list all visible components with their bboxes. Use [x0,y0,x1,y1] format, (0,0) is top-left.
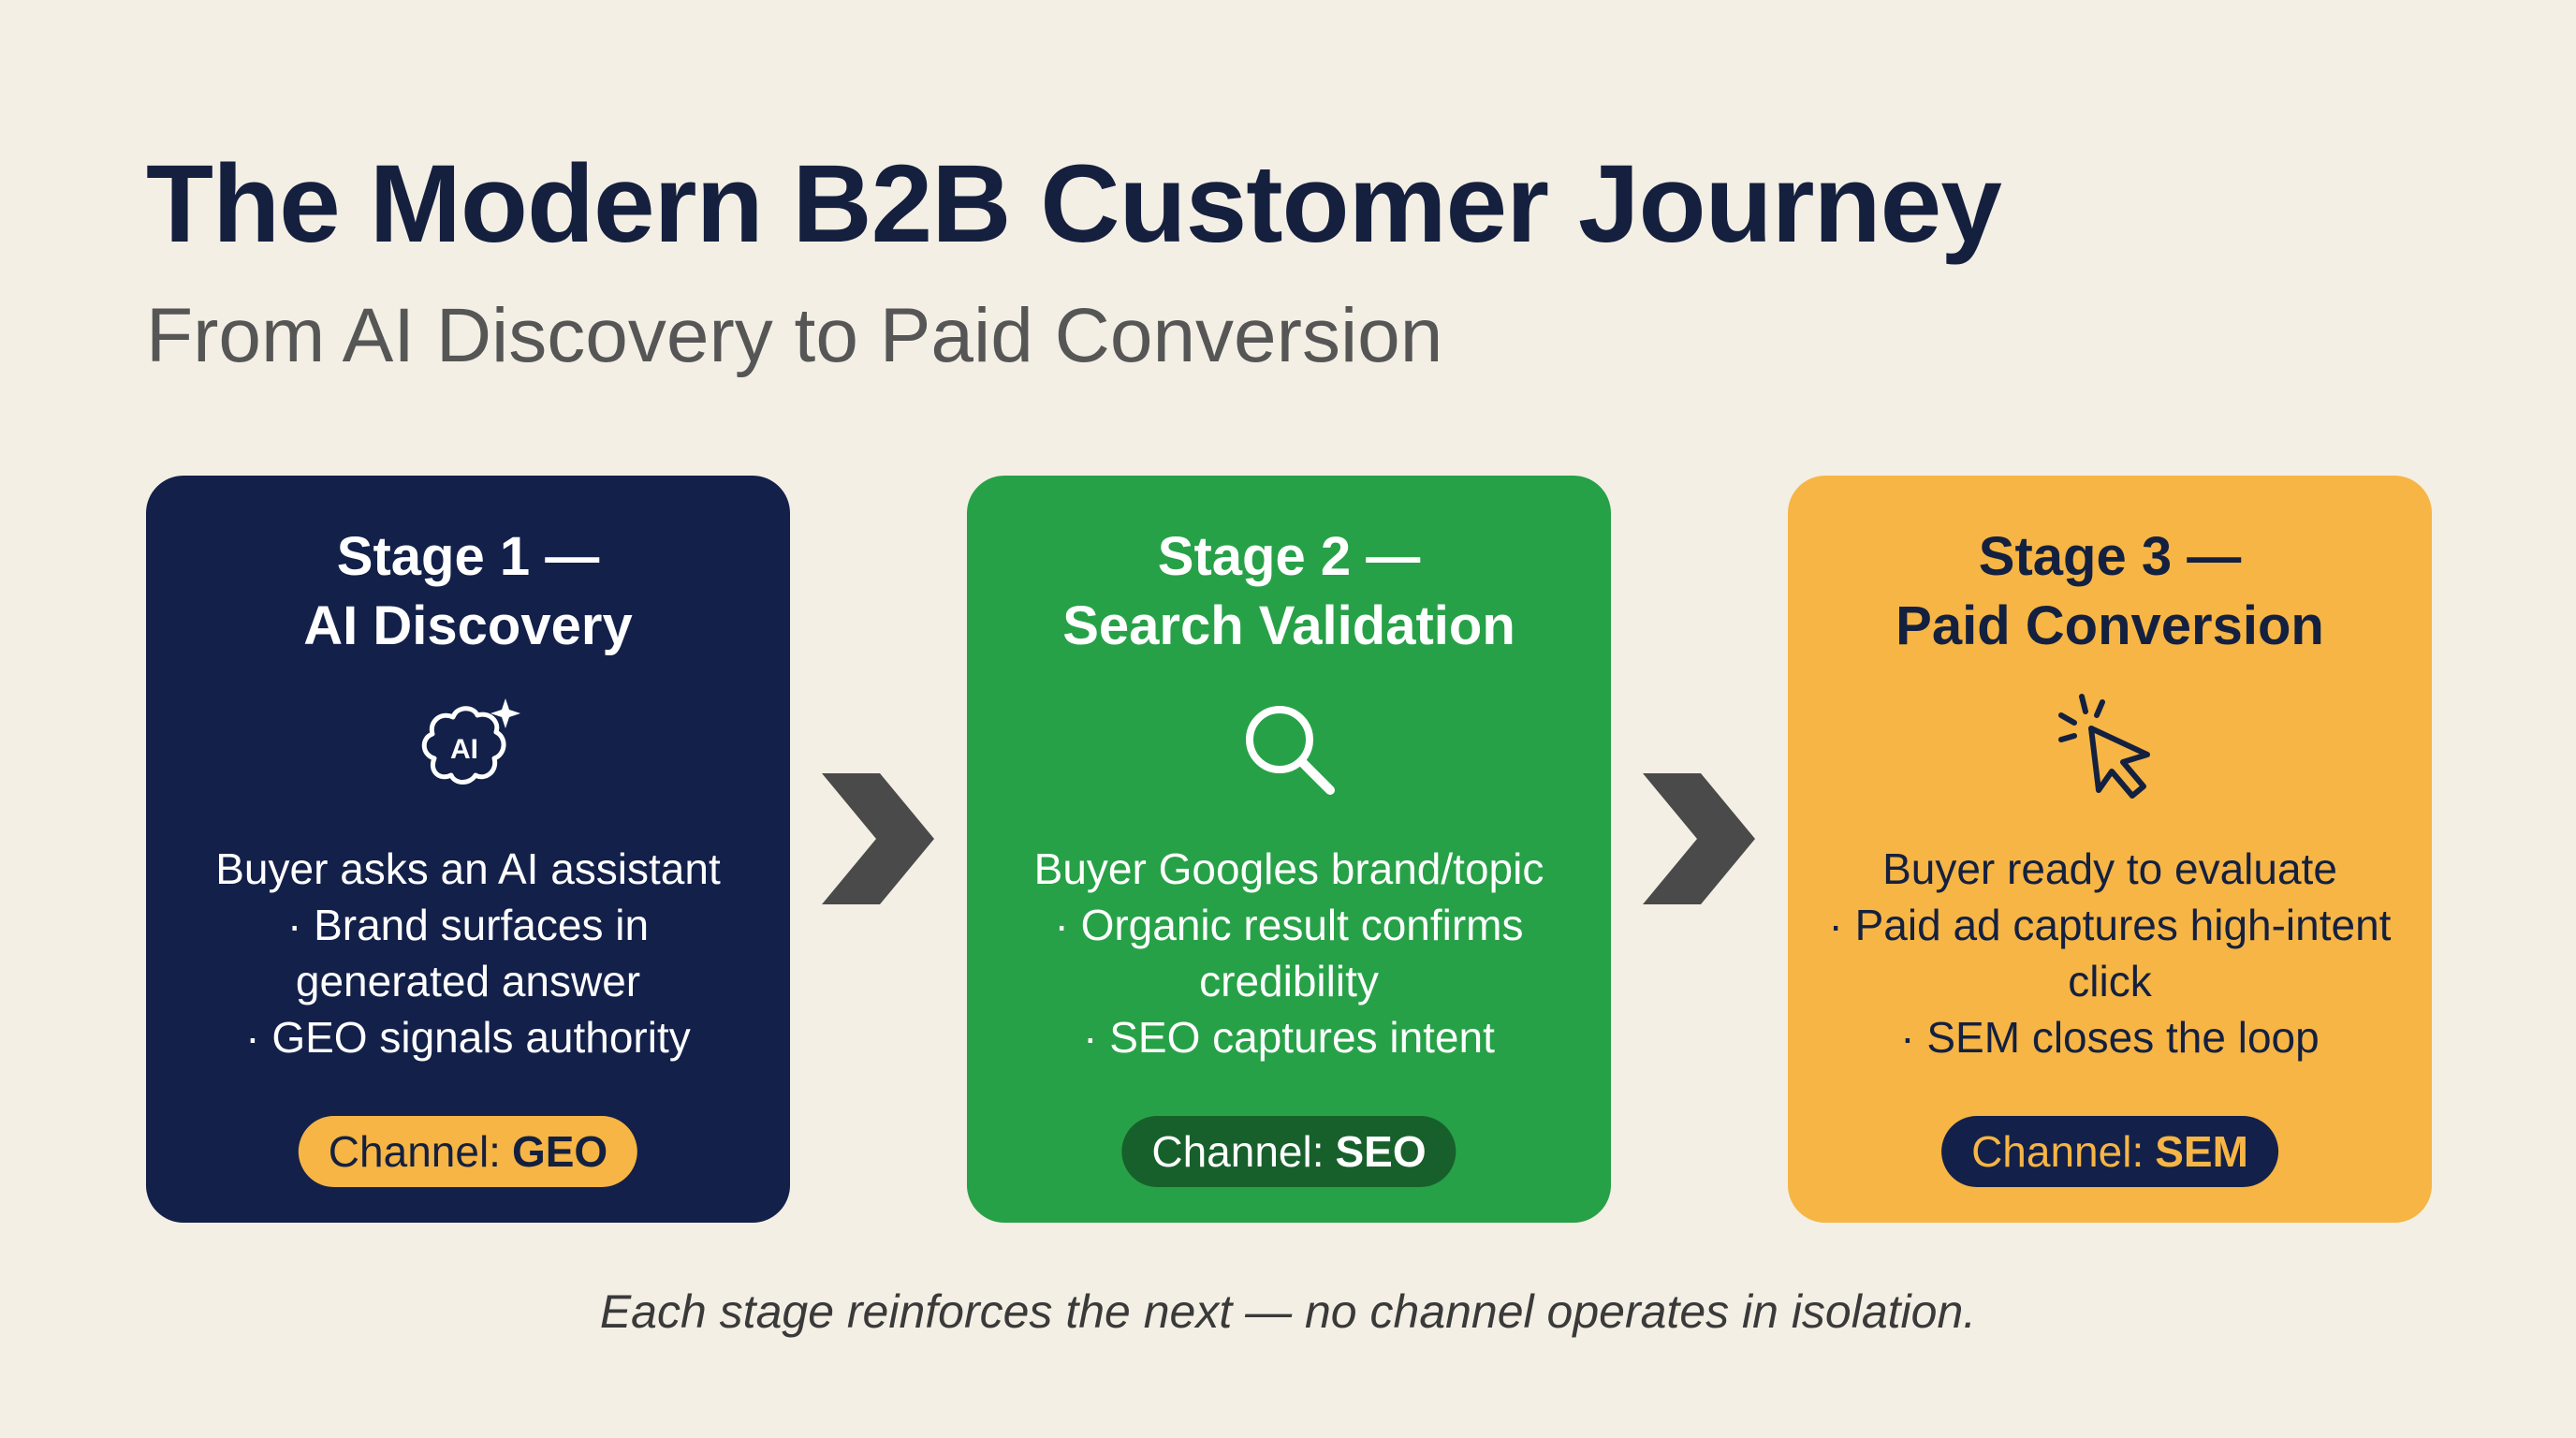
description-line: · GEO signals authority [245,1013,691,1062]
page-title: The Modern B2B Customer Journey [146,142,2002,266]
stage-card-ai-discovery: Stage 1 — AI Discovery AI Buyer asks an … [146,476,790,1223]
channel-badge-seo: Channel: SEO [1121,1116,1456,1187]
channel-value: SEO [1335,1127,1427,1176]
stage-number: Stage 2 — [1157,526,1421,587]
channel-label: Channel: [1971,1127,2144,1176]
chevron-right-icon [822,773,934,904]
description-line: Buyer Googles brand/topic [1033,844,1544,893]
channel-badge-sem: Channel: SEM [1941,1116,2278,1187]
stage-name: Search Validation [1062,595,1515,656]
channel-label: Channel: [328,1127,501,1176]
description-line: · Brand surfaces in [286,901,650,949]
description-line: click [2068,957,2152,1005]
channel-value: GEO [511,1127,608,1176]
stage-description: Buyer ready to evaluate · Paid ad captur… [1820,841,2400,1065]
chevron-right-icon [1643,773,1755,904]
stage-number: Stage 3 — [1978,526,2242,587]
page-subtitle: From AI Discovery to Paid Conversion [146,293,1443,378]
channel-badge-geo: Channel: GEO [298,1116,638,1187]
stage-card-paid-conversion: Stage 3 — Paid Conversion Buyer ready to… [1788,476,2432,1223]
description-line: · SEM closes the loop [1900,1013,2320,1062]
description-line: Buyer ready to evaluate [1882,844,2337,893]
channel-label: Channel: [1151,1127,1325,1176]
description-line: · Paid ad captures high-intent [1828,901,2392,949]
description-line: · Organic result confirms [1054,901,1524,949]
ai-icon-text: AI [450,734,478,765]
stage-card-search-validation: Stage 2 — Search Validation Buyer Google… [967,476,1611,1223]
stage-description: Buyer Googles brand/topic · Organic resu… [999,841,1579,1065]
magnifying-glass-icon [1233,693,1345,805]
description-line: · SEO captures intent [1083,1013,1495,1062]
channel-value: SEM [2155,1127,2248,1176]
description-line: generated answer [295,957,641,1005]
stage-name: AI Discovery [303,595,633,656]
description-line: credibility [1199,957,1379,1005]
cursor-click-icon [2054,693,2166,805]
footer-caption: Each stage reinforces the next — no chan… [599,1285,1977,1338]
stage-name: Paid Conversion [1895,595,2324,656]
stage-description: Buyer asks an AI assistant · Brand surfa… [178,841,758,1065]
stage-number: Stage 1 — [336,526,600,587]
ai-brain-sparkle-icon: AI [412,693,524,805]
description-line: Buyer asks an AI assistant [215,844,721,893]
